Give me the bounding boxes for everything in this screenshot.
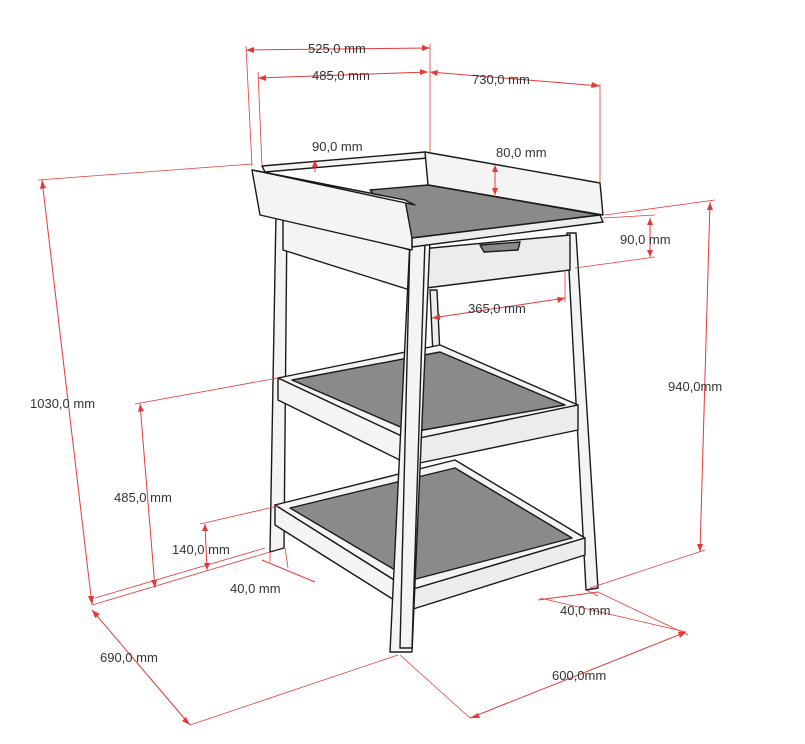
label-left-leg-width: 40,0 mm (230, 581, 281, 596)
label-base-width: 600,0mm (552, 668, 606, 683)
bottom-shelf (274, 459, 586, 611)
label-total-height: 1030,0 mm (30, 396, 95, 411)
label-rail-height: 90,0 mm (312, 139, 363, 154)
label-top-height: 940,0mm (668, 379, 722, 394)
label-drawer-inset: 365,0 mm (468, 301, 526, 316)
changing-top (251, 151, 604, 251)
dimension-lines (37, 44, 716, 726)
drawer-handle (479, 241, 521, 253)
label-top-inner-width: 485,0 mm (312, 68, 370, 83)
label-bottom-shelf-height: 140,0 mm (172, 542, 230, 557)
label-base-depth: 690,0 mm (100, 650, 158, 665)
label-top-depth: 730,0 mm (472, 72, 530, 87)
label-drawer-height: 90,0 mm (620, 232, 671, 247)
label-right-leg-width: 40,0 mm (560, 603, 611, 618)
label-shelf-height: 485,0 mm (114, 490, 172, 505)
middle-shelf (277, 344, 579, 466)
dim-line-525 (245, 47, 431, 51)
drawer (282, 214, 571, 291)
changing-table-drawing (251, 151, 604, 653)
label-top-total-width: 525,0 mm (308, 41, 366, 56)
label-side-rail-height: 80,0 mm (496, 145, 547, 160)
dimension-labels: 525,0 mm 485,0 mm 730,0 mm 90,0 mm 80,0 … (30, 41, 722, 683)
back-right-leg (566, 232, 599, 591)
